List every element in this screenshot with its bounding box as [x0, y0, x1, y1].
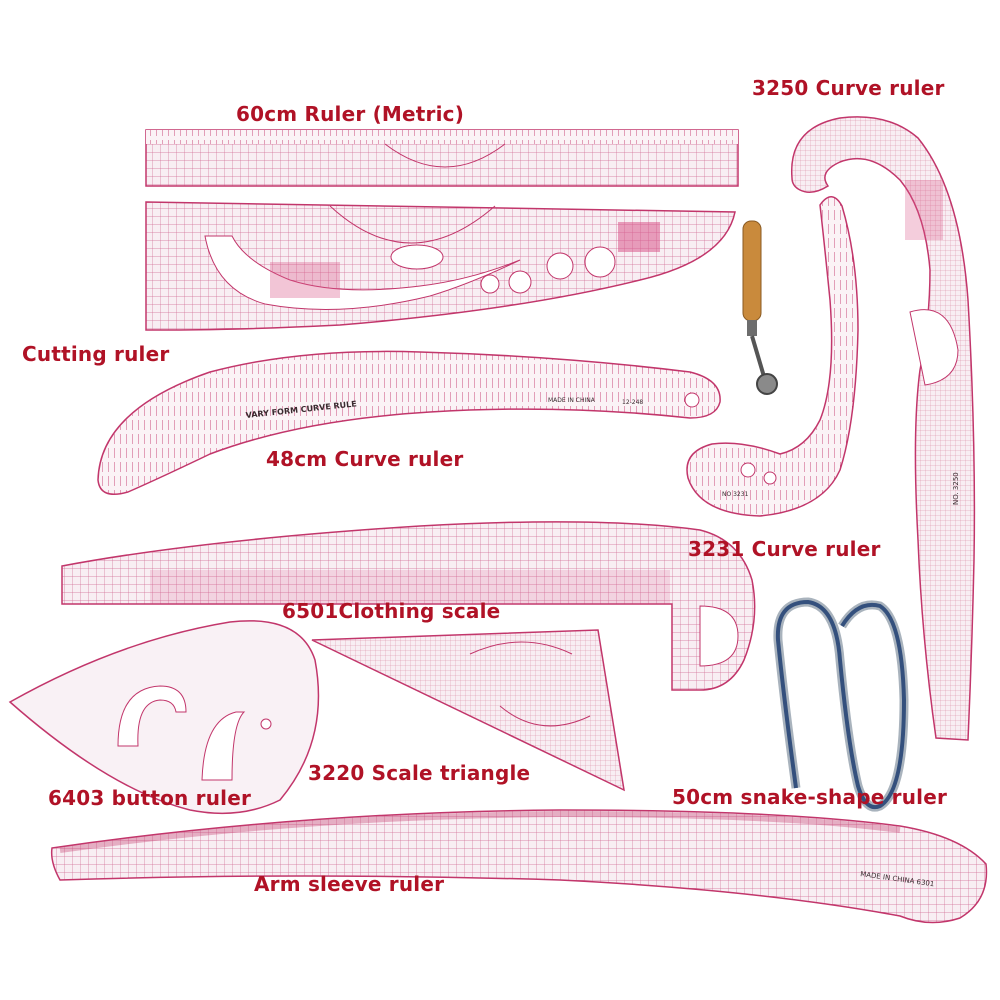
curve-48-ruler: VARY FORM CURVE RULE MADE IN CHINA 12-24…: [97, 350, 721, 495]
model-print: 12-248: [622, 399, 643, 406]
label-triangle-3220: 3220 Scale triangle: [308, 761, 531, 785]
no-3231-print: NO 3231: [722, 491, 749, 498]
curve-3250-ruler: NO. 3250: [791, 116, 976, 741]
snake-ruler-50cm: [773, 597, 909, 812]
label-curve-3231: 3231 Curve ruler: [688, 537, 881, 561]
metric-ruler: [145, 129, 739, 187]
scale-triangle-3220: [311, 629, 625, 792]
label-curve-48: 48cm Curve ruler: [266, 447, 464, 471]
tracing-wheel: [742, 220, 778, 395]
label-cutting-ruler: Cutting ruler: [22, 342, 170, 366]
curve-3231-ruler: NO 3231: [686, 196, 859, 517]
label-curve-3250: 3250 Curve ruler: [752, 76, 945, 100]
no-3250-print: NO. 3250: [952, 472, 960, 505]
button-ruler-6403: [8, 620, 320, 815]
made-in-china-print: MADE IN CHINA: [548, 397, 596, 404]
cutting-ruler: [145, 201, 736, 331]
arm-sleeve-ruler: MADE IN CHINA 6301: [50, 809, 988, 924]
label-snake-50cm: 50cm snake-shape ruler: [672, 785, 948, 809]
label-metric-ruler: 60cm Ruler (Metric): [236, 102, 465, 126]
clothing-scale-6501: [61, 521, 756, 691]
label-clothing-6501: 6501Clothing scale: [282, 599, 501, 623]
label-arm-sleeve: Arm sleeve ruler: [254, 872, 445, 896]
label-button-6403: 6403 button ruler: [48, 786, 252, 810]
